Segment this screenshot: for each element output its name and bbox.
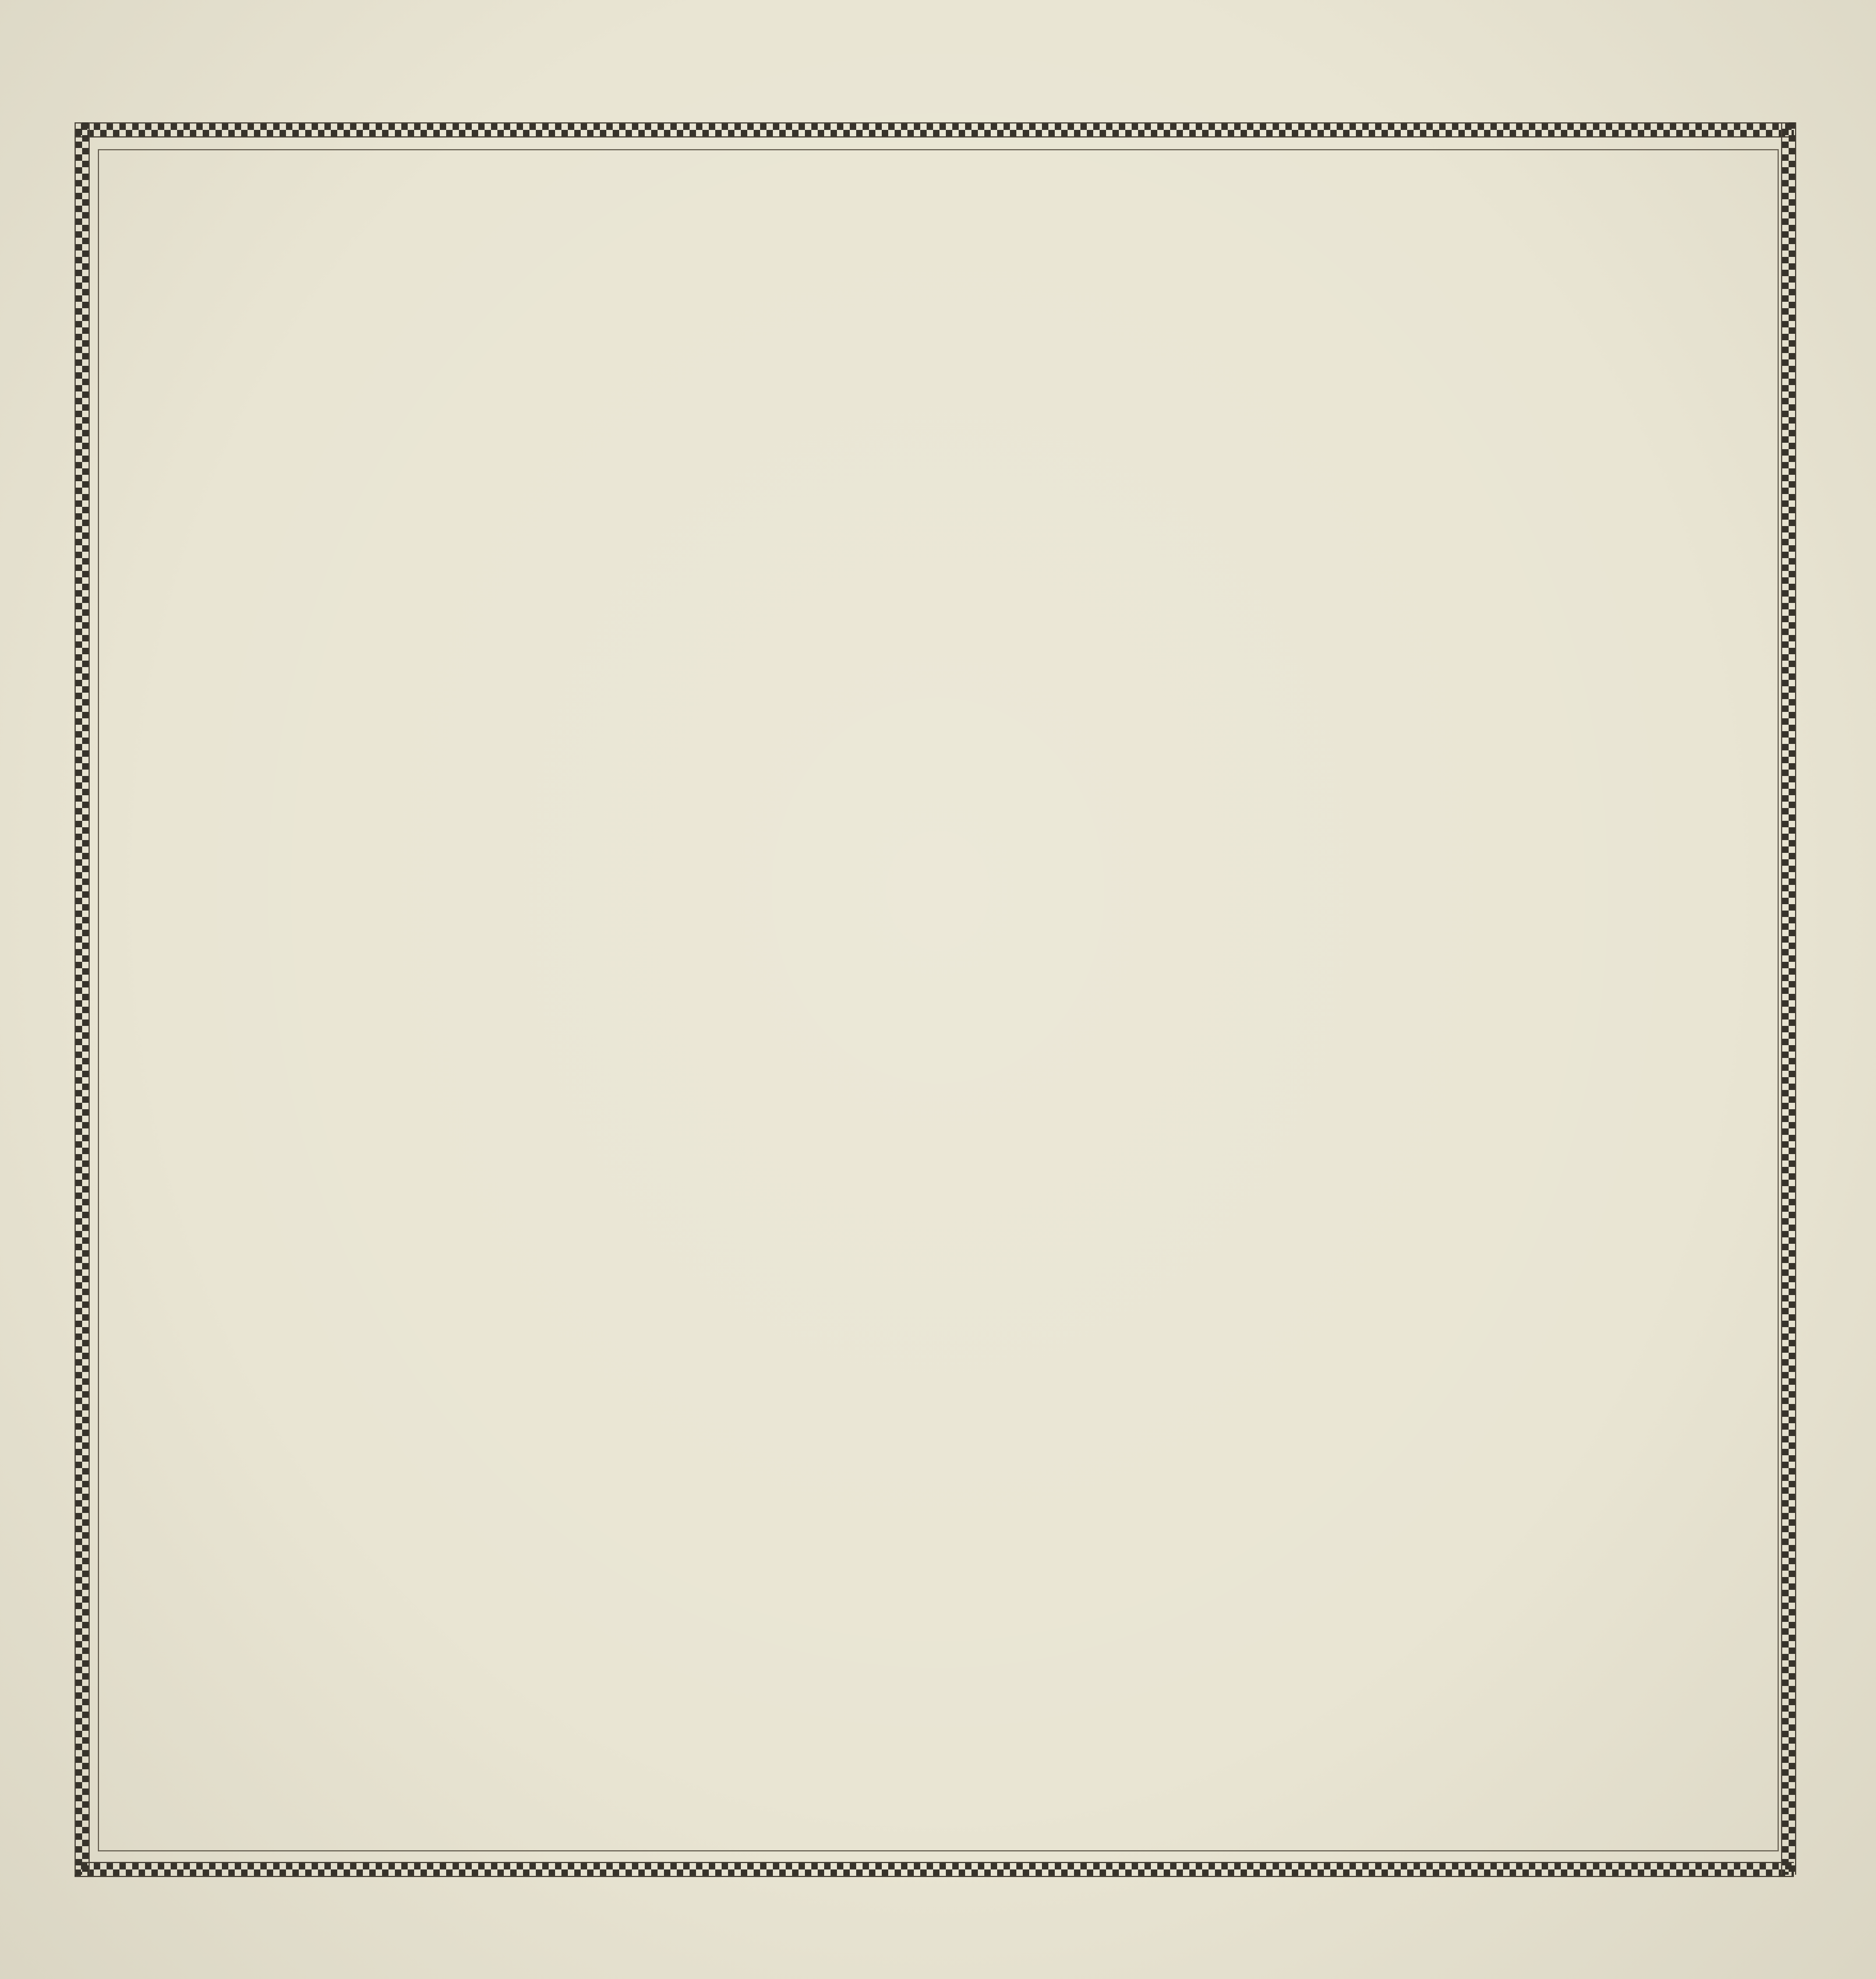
frame-right	[1781, 122, 1796, 1875]
frame-left	[75, 122, 90, 1875]
frame-bottom	[75, 1862, 1794, 1877]
inner-rule	[98, 149, 1779, 1851]
frame-top	[75, 122, 1794, 137]
